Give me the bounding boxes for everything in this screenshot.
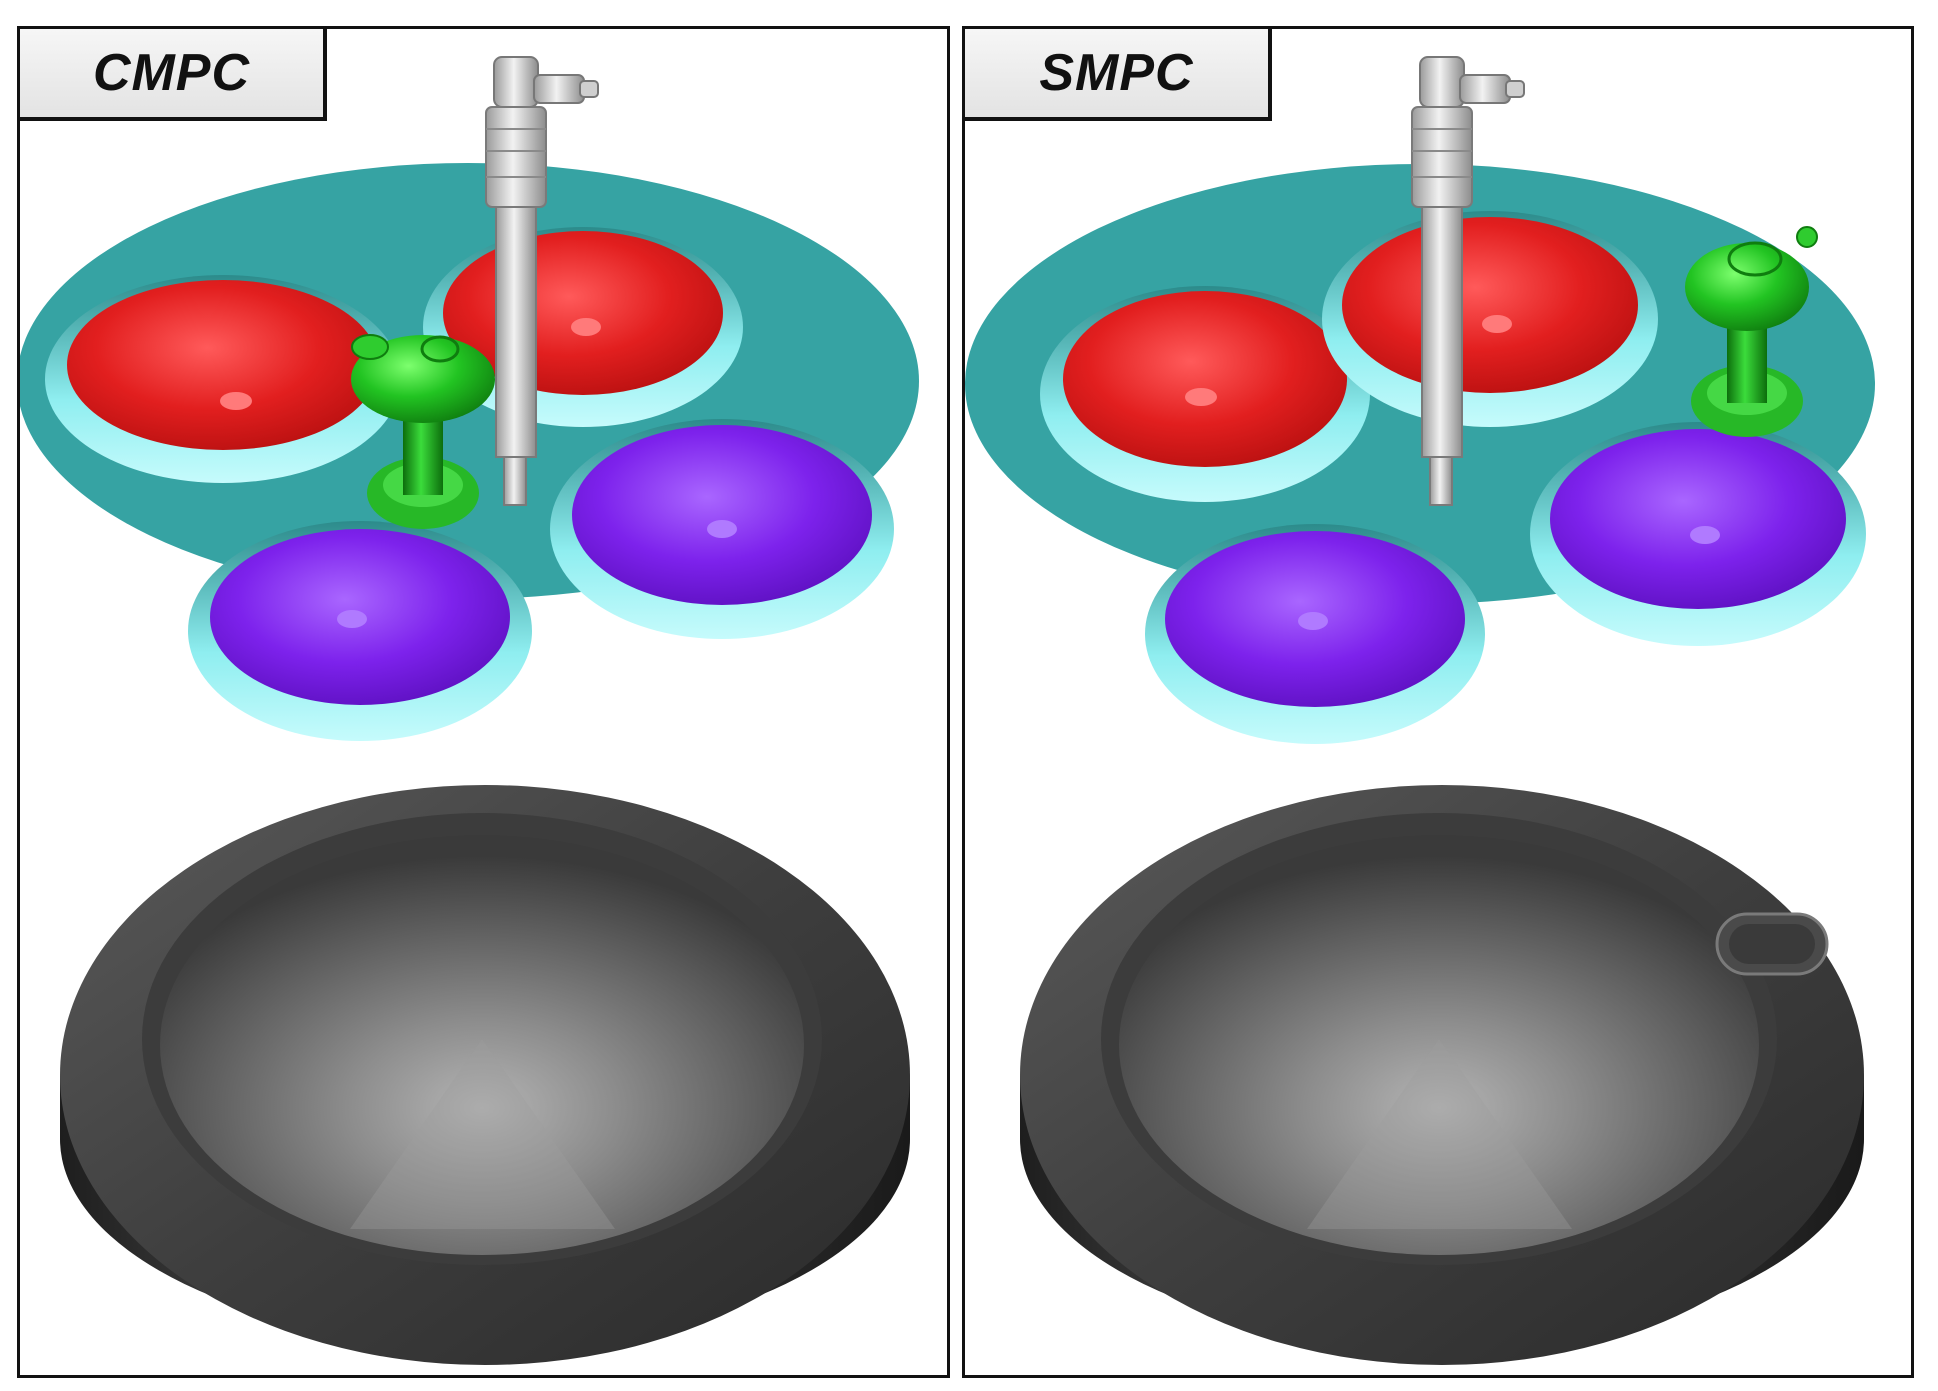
polishing-pad (60, 785, 910, 1365)
method-label-box: SMPC (965, 29, 1272, 121)
method-label-box: CMPC (20, 29, 327, 121)
wafer-front-left (45, 275, 401, 483)
slurry-injector-icon (485, 56, 599, 506)
cmpc-panel: CMPC (17, 26, 950, 1378)
smpc-panel: SMPC (962, 26, 1914, 1378)
method-label: CMPC (92, 44, 251, 102)
wafer-back-right (1530, 422, 1866, 646)
wafer-front-left (1040, 286, 1370, 502)
pad-conditioner-icon (1685, 226, 1818, 437)
pad-conditioner-icon (351, 334, 495, 529)
wafer-back-left (188, 521, 532, 741)
method-label: SMPC (1039, 44, 1194, 102)
polishing-pad (1020, 785, 1864, 1365)
slurry-injector-icon (1411, 56, 1525, 506)
wafer-back-right (550, 419, 894, 639)
wafer-back-left (1145, 524, 1485, 744)
smpc-illustration (965, 56, 1875, 1365)
cmpc-illustration (20, 56, 919, 1365)
wafer-front-right (1322, 211, 1658, 427)
